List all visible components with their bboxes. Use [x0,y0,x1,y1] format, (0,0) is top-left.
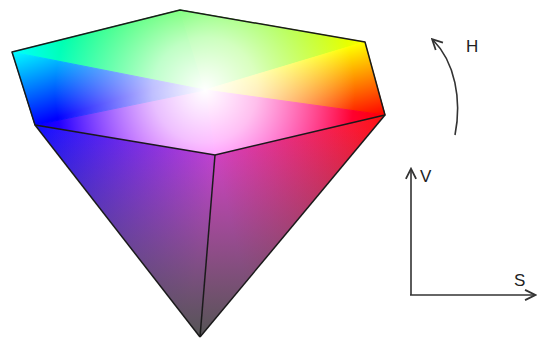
cone-face [35,125,215,337]
hue-arrow [433,40,458,135]
saturation-axis [410,294,534,296]
cone-shade [35,125,215,337]
axis-label: H [466,38,478,55]
hue-hexagon [12,10,385,155]
axis-label: V [420,168,431,185]
cone-outline [12,10,385,337]
axis-label: S [514,272,525,289]
value-axis [410,170,412,295]
